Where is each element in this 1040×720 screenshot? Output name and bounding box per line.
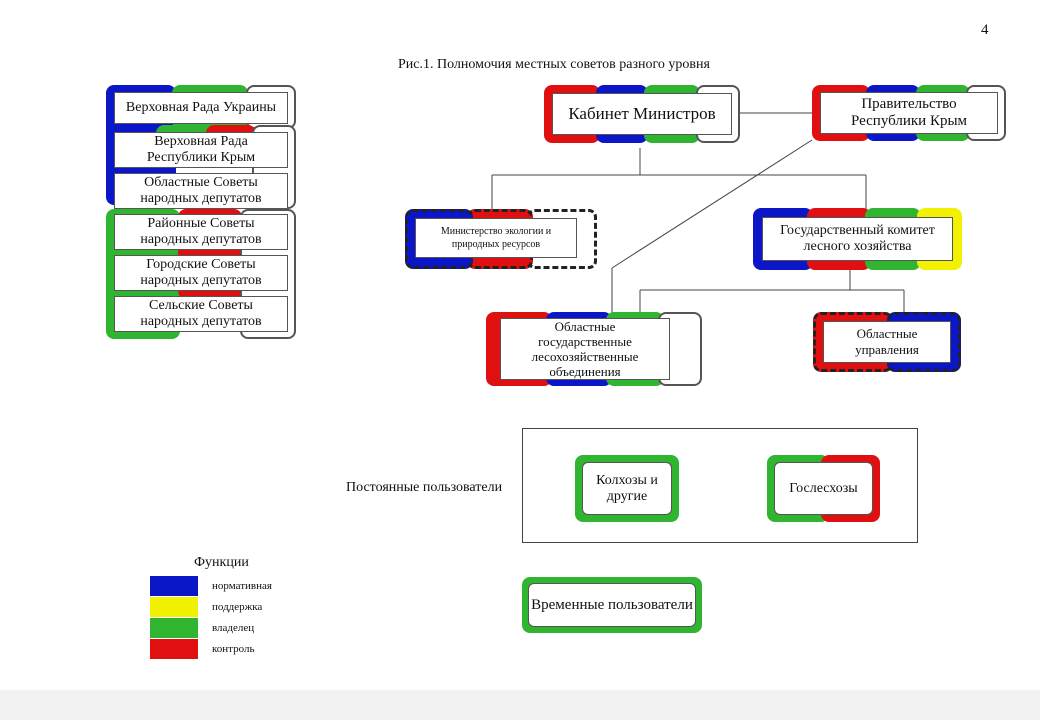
verkhovna-rada-crimea: Верховная Рада Республики Крым xyxy=(114,132,288,168)
legend: нормативная поддержка владелец контроль xyxy=(150,575,310,663)
regional-associations-node: Областные государственные лесохозяйствен… xyxy=(486,312,702,386)
legend-title: Функции xyxy=(194,555,249,570)
legend-label: нормативная xyxy=(212,580,272,592)
regional-admin-label-box: Областные управления xyxy=(823,321,951,363)
state-committee-node: Государственный комитет лесного хозяйств… xyxy=(753,208,962,270)
kolkhoz-node: Колхозы и другие xyxy=(575,455,679,522)
gov-crimea-node: Правительство Республики Крым xyxy=(812,85,1006,141)
kolkhoz-label-box: Колхозы и другие xyxy=(582,462,672,515)
figure-title: Рис.1. Полномочия местных советов разног… xyxy=(398,57,710,72)
regional-admin-node: Областные управления xyxy=(813,312,961,372)
cabinet-label-box: Кабинет Министров xyxy=(552,93,732,135)
legend-swatch xyxy=(150,597,198,617)
legend-swatch xyxy=(150,639,198,659)
ministry-label-box: Министерство экологии и природных ресурс… xyxy=(415,218,577,258)
gosleskhoz-label-box: Гослесхозы xyxy=(774,462,873,515)
cabinet-node: Кабинет Министров xyxy=(544,85,740,143)
legend-label: контроль xyxy=(212,643,255,655)
regional-councils: Областные Советы народных депутатов xyxy=(114,173,288,209)
village-councils: Сельские Советы народных депутатов xyxy=(114,296,288,332)
city-councils: Городские Советы народных депутатов xyxy=(114,255,288,291)
temporary-users-label-box: Временные пользователи xyxy=(528,583,696,627)
legend-label: поддержка xyxy=(212,601,263,613)
permanent-users-label: Постоянные пользователи xyxy=(346,480,503,495)
page-number: 4 xyxy=(981,22,989,38)
verkhovna-rada-ukraine: Верховная Рада Украины xyxy=(114,92,288,124)
district-councils: Районные Советы народных депутатов xyxy=(114,214,288,250)
legend-swatch xyxy=(150,618,198,638)
gov-crimea-label-box: Правительство Республики Крым xyxy=(820,92,998,134)
legend-swatch xyxy=(150,576,198,596)
left-hierarchy: Верховная Рада Украины Верховная Рада Ре… xyxy=(106,85,296,341)
gosleskhoz-node: Гослесхозы xyxy=(767,455,880,522)
legend-label: владелец xyxy=(212,622,255,634)
document-page: 4 Рис.1. Полномочия местных советов разн… xyxy=(0,0,1040,690)
regional-associations-label-box: Областные государственные лесохозяйствен… xyxy=(500,318,670,380)
state-committee-label-box: Государственный комитет лесного хозяйств… xyxy=(762,217,953,261)
temporary-users-node: Временные пользователи xyxy=(522,577,702,633)
ministry-node: Министерство экологии и природных ресурс… xyxy=(405,209,597,269)
